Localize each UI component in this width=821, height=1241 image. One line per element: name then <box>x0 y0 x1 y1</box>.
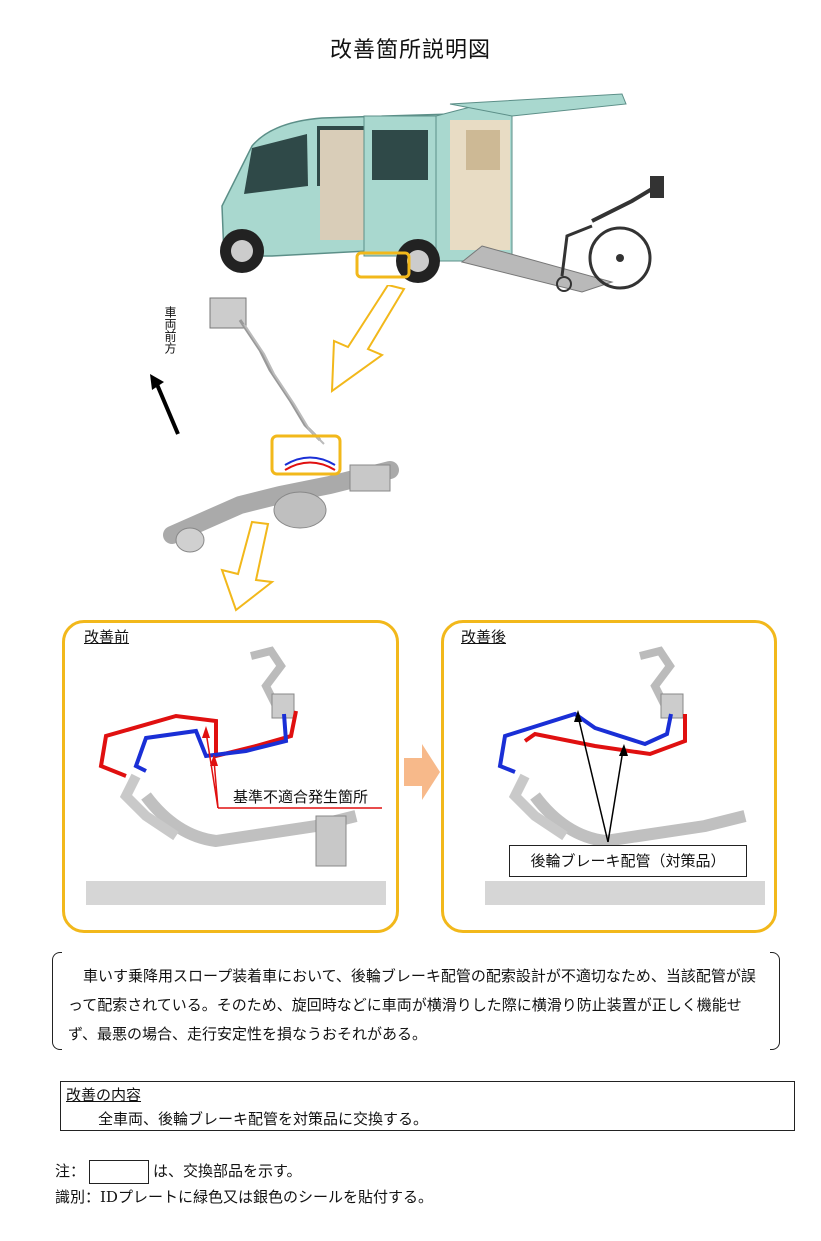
callout-arrow-icon <box>330 285 406 394</box>
before-pipe-diagram <box>86 646 386 905</box>
before-annotation: 基準不適合発生箇所 <box>233 788 369 806</box>
after-pipe-diagram <box>485 646 765 905</box>
transition-arrow-icon <box>404 744 440 800</box>
chassis-illustration <box>163 297 399 553</box>
identification-note: 識別：IDプレートに緑色又は銀色のシールを貼付する。 <box>55 1188 433 1206</box>
improvement-text: 全車両、後輪ブレーキ配管を対策品に交換する。 <box>98 1110 429 1128</box>
before-panel <box>62 620 399 933</box>
improvement-box <box>60 1081 795 1131</box>
note-prefix: 注： <box>55 1162 86 1180</box>
after-label: 改善後 <box>461 628 507 646</box>
page-title: 改善箇所説明図 <box>329 38 491 63</box>
after-annotation-callout: 後輪ブレーキ配管（対策品） <box>509 845 747 877</box>
detail-arrow-icon <box>220 520 275 612</box>
note-legend-text: は、交換部品を示す。 <box>153 1162 302 1180</box>
before-label: 改善前 <box>84 628 130 646</box>
van-illustration <box>220 93 664 293</box>
legend-box-icon <box>89 1160 150 1184</box>
legend-note: 注： は、交換部品を示す。 <box>55 1160 302 1184</box>
direction-label: 車両前方 <box>163 306 177 354</box>
description-bracket-left <box>52 952 62 1050</box>
improvement-heading: 改善の内容 <box>66 1086 142 1104</box>
defect-description: 車いす乗降用スロープ装着車において、後輪ブレーキ配管の配索設計が不適切なため、当… <box>68 967 756 1043</box>
after-panel <box>441 620 777 933</box>
forward-arrow-icon <box>150 374 180 435</box>
